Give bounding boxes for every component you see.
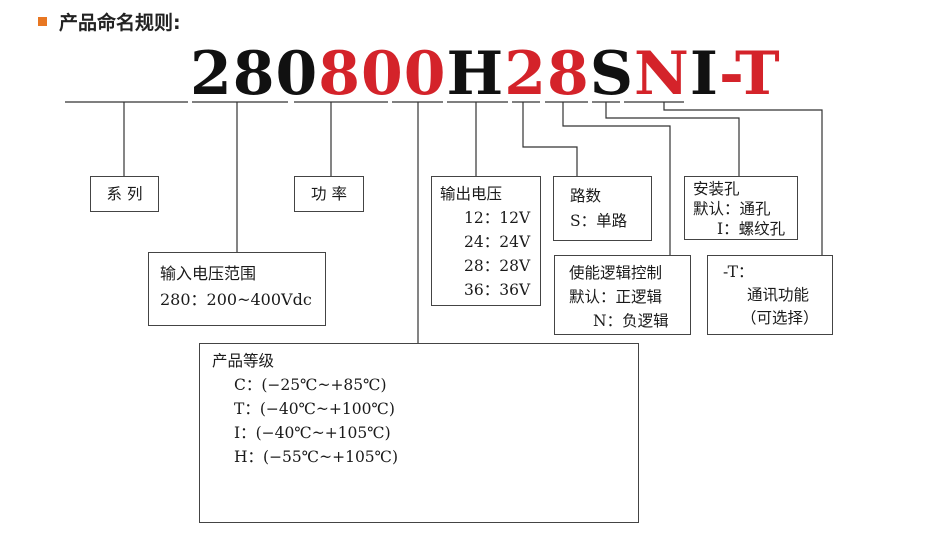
comm-box: -T： 通讯功能 （可选择） [707,255,833,335]
code-segment-800: 800 [318,39,447,109]
channels-box: 路数 S：单路 [553,176,652,241]
enable-control-default: 默认：正逻辑 [569,288,663,306]
code-segment-n: N [634,39,690,109]
output-voltage-12: 12：12V [464,209,531,227]
connector-channels [522,102,578,176]
input-voltage-box: 输入电压范围 280：200~400Vdc [148,252,326,326]
code-segment-s: S [589,39,635,109]
input-voltage-range: 280：200~400Vdc [160,290,312,309]
channels-title: 路数 [570,187,602,205]
channels-single: S：单路 [570,212,628,230]
comm-title: -T： [723,263,754,281]
power-label: 功 率 [311,185,347,203]
series-label: 系 列 [106,185,143,203]
square-bullet-icon [38,17,47,26]
connector-mount-hole [605,102,740,176]
code-segment-t: -T [718,39,781,109]
enable-control-negative: N：负逻辑 [593,312,669,330]
connector-enable-control [562,102,671,255]
grade-i: I：(−40℃~+105℃) [234,424,391,442]
mount-hole-default: 默认：通孔 [693,200,771,218]
code-segment-i: I [689,39,719,109]
section-header: 产品命名规则: [38,8,181,35]
output-voltage-box: 输出电压 12：12V 24：24V 28：28V 36：36V [431,176,541,306]
grade-box: 产品等级 C：(−25℃~+85℃) T：(−40℃~+100℃) I：(−40… [199,343,639,523]
output-voltage-24: 24：24V [464,233,531,251]
output-voltage-28: 28：28V [464,257,531,275]
enable-control-title: 使能逻辑控制 [569,264,663,282]
output-voltage-title: 输出电压 [440,185,503,203]
grade-c: C：(−25℃~+85℃) [234,376,387,394]
mount-hole-threaded: I：螺纹孔 [717,220,786,238]
model-code: 280 800 H 28 S N I -T [190,42,781,106]
code-segment-28: 28 [504,39,590,109]
power-box: 功 率 [294,176,364,212]
section-title: 产品命名规则: [59,12,181,34]
connector-comm [663,102,823,255]
code-segment-280: 280 [190,39,319,109]
grade-t: T：(−40℃~+100℃) [234,400,395,418]
mount-hole-box: 安装孔 默认：通孔 I：螺纹孔 [684,176,798,240]
input-voltage-title: 输入电压范围 [160,264,257,283]
output-voltage-36: 36：36V [464,281,531,299]
code-segment-h: H [446,39,505,109]
comm-function: 通讯功能 [747,286,810,304]
mount-hole-title: 安装孔 [693,180,740,198]
grade-h: H：(−55℃~+105℃) [234,448,399,466]
comm-optional: （可选择） [741,309,819,327]
enable-control-box: 使能逻辑控制 默认：正逻辑 N：负逻辑 [554,255,691,335]
series-box: 系 列 [90,176,159,212]
grade-title: 产品等级 [212,352,275,370]
